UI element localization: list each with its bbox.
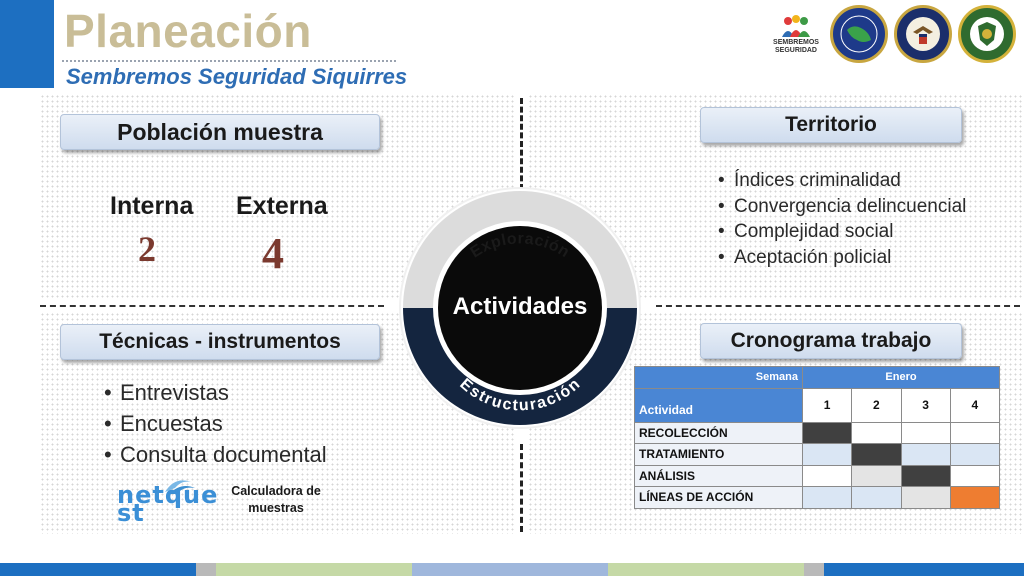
schedule-cell [949, 464, 1001, 487]
activity-name: ANÁLISIS [634, 464, 803, 487]
list-item: Entrevistas [104, 377, 327, 408]
ministerio-seguridad-seal [830, 5, 888, 63]
poblacion-heading: Población muestra [60, 114, 380, 150]
activity-name: TRATAMIENTO [634, 443, 803, 466]
table-row: ANÁLISIS [634, 464, 1001, 487]
externa-value: 4 [262, 229, 284, 278]
netquest-wordmark: netquest [117, 481, 219, 527]
schedule-cell [851, 486, 902, 509]
horizontal-divider-left [40, 305, 384, 307]
activity-name: RECOLECCIÓN [634, 421, 803, 444]
list-item: Consulta documental [104, 439, 327, 470]
schedule-cell [900, 421, 951, 444]
schedule-cell [900, 486, 951, 509]
schedule-cell [851, 464, 902, 487]
week-header: 4 [949, 387, 1001, 423]
schedule-cell [801, 464, 853, 487]
list-item: Índices criminalidad [718, 168, 966, 194]
interna-value: 2 [138, 229, 156, 269]
cronograma-table: Semana Enero Actividad 1 2 3 4 RECOLECCI… [634, 366, 1001, 509]
title-dotted-underline [62, 60, 396, 62]
netquest-logo: netquest [115, 476, 225, 527]
eagle-seal-icon [906, 17, 940, 51]
semana-header: Semana [634, 366, 803, 389]
tecnicas-heading-text: Técnicas - instrumentos [99, 330, 341, 353]
bottom-color-bar [0, 563, 1024, 576]
calculadora-label-line2: muestras [248, 501, 304, 515]
cronograma-heading: Cronograma trabajo [700, 323, 962, 359]
territorio-heading-text: Territorio [785, 113, 877, 136]
schedule-cell [851, 443, 902, 466]
schedule-cell [900, 443, 951, 466]
territorio-heading: Territorio [700, 107, 962, 143]
actividades-diagram: Exploración Estructuración Actividades [399, 187, 641, 429]
list-item: Convergencia delincuencial [718, 194, 966, 220]
page-subtitle: Sembremos Seguridad Siquirres [66, 64, 408, 89]
week-header: 1 [801, 387, 853, 423]
list-item: Complejidad social [718, 219, 966, 245]
schedule-cell [949, 486, 1001, 509]
us-embassy-seal [894, 5, 952, 63]
table-row: TRATAMIENTO [634, 443, 1001, 466]
netquest-wave-icon [165, 480, 195, 494]
vertical-divider-bottom [520, 444, 523, 532]
sembremos-people-icon [782, 15, 810, 37]
schedule-cell [949, 421, 1001, 444]
actividades-label: Actividades [453, 293, 588, 320]
calculadora-label: Calculadora de muestras [226, 483, 326, 517]
activity-name: LÍNEAS DE ACCIÓN [634, 486, 803, 509]
schedule-cell [900, 464, 951, 487]
schedule-cell [801, 486, 853, 509]
tecnicas-heading: Técnicas - instrumentos [60, 324, 380, 360]
schedule-cell [801, 443, 853, 466]
cronograma-heading-text: Cronograma trabajo [730, 329, 932, 352]
table-row: LÍNEAS DE ACCIÓN [634, 486, 1001, 509]
interna-label: Interna [110, 192, 194, 220]
month-header: Enero [802, 366, 1000, 389]
week-header: 3 [900, 387, 951, 423]
police-badge-icon [970, 17, 1004, 51]
poblacion-heading-text: Población muestra [117, 118, 323, 145]
table-row: RECOLECCIÓN [634, 421, 1001, 444]
schedule-cell [949, 443, 1001, 466]
table-weeks-row: Actividad 1 2 3 4 [634, 387, 1001, 423]
calculadora-label-line1: Calculadora de [231, 484, 321, 498]
tecnicas-list: Entrevistas Encuestas Consulta documenta… [104, 377, 327, 470]
exploracion-ring [403, 191, 637, 308]
schedule-cell [801, 421, 853, 444]
actividad-header: Actividad [634, 387, 803, 423]
externa-label: Externa [236, 192, 328, 220]
schedule-cell [851, 421, 902, 444]
list-item: Aceptación policial [718, 245, 966, 271]
title-accent-bar [0, 0, 54, 88]
list-item: Encuestas [104, 408, 327, 439]
table-header-row: Semana Enero [634, 366, 1000, 389]
week-header: 2 [851, 387, 902, 423]
territorio-list: Índices criminalidad Convergencia delinc… [718, 168, 966, 270]
page-title: Planeación [64, 5, 312, 57]
costa-rica-map-icon [840, 15, 878, 53]
vertical-divider-top [520, 98, 523, 190]
policia-nacional-seal [958, 5, 1016, 63]
horizontal-divider-right [656, 305, 1020, 307]
estructuracion-ring [403, 308, 637, 425]
